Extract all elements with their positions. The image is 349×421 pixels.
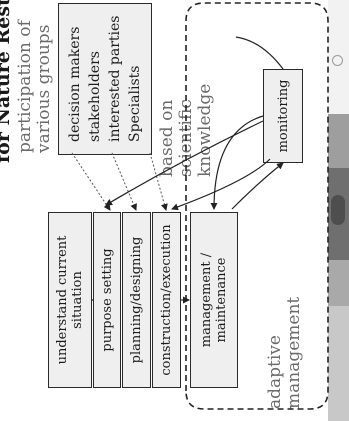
monitor-link-to-knowledge bbox=[235, 36, 284, 70]
participation-link-purpose bbox=[71, 152, 111, 211]
feedback-arrow-construction bbox=[171, 158, 271, 211]
feedback-arrow-management bbox=[210, 115, 264, 210]
monitor-link-from-management bbox=[231, 162, 284, 210]
participation-link-planning bbox=[111, 152, 137, 211]
adaptive-boundary bbox=[185, 2, 329, 410]
feedback-arrow-purpose bbox=[105, 120, 264, 206]
participation-link-construction bbox=[149, 152, 168, 211]
